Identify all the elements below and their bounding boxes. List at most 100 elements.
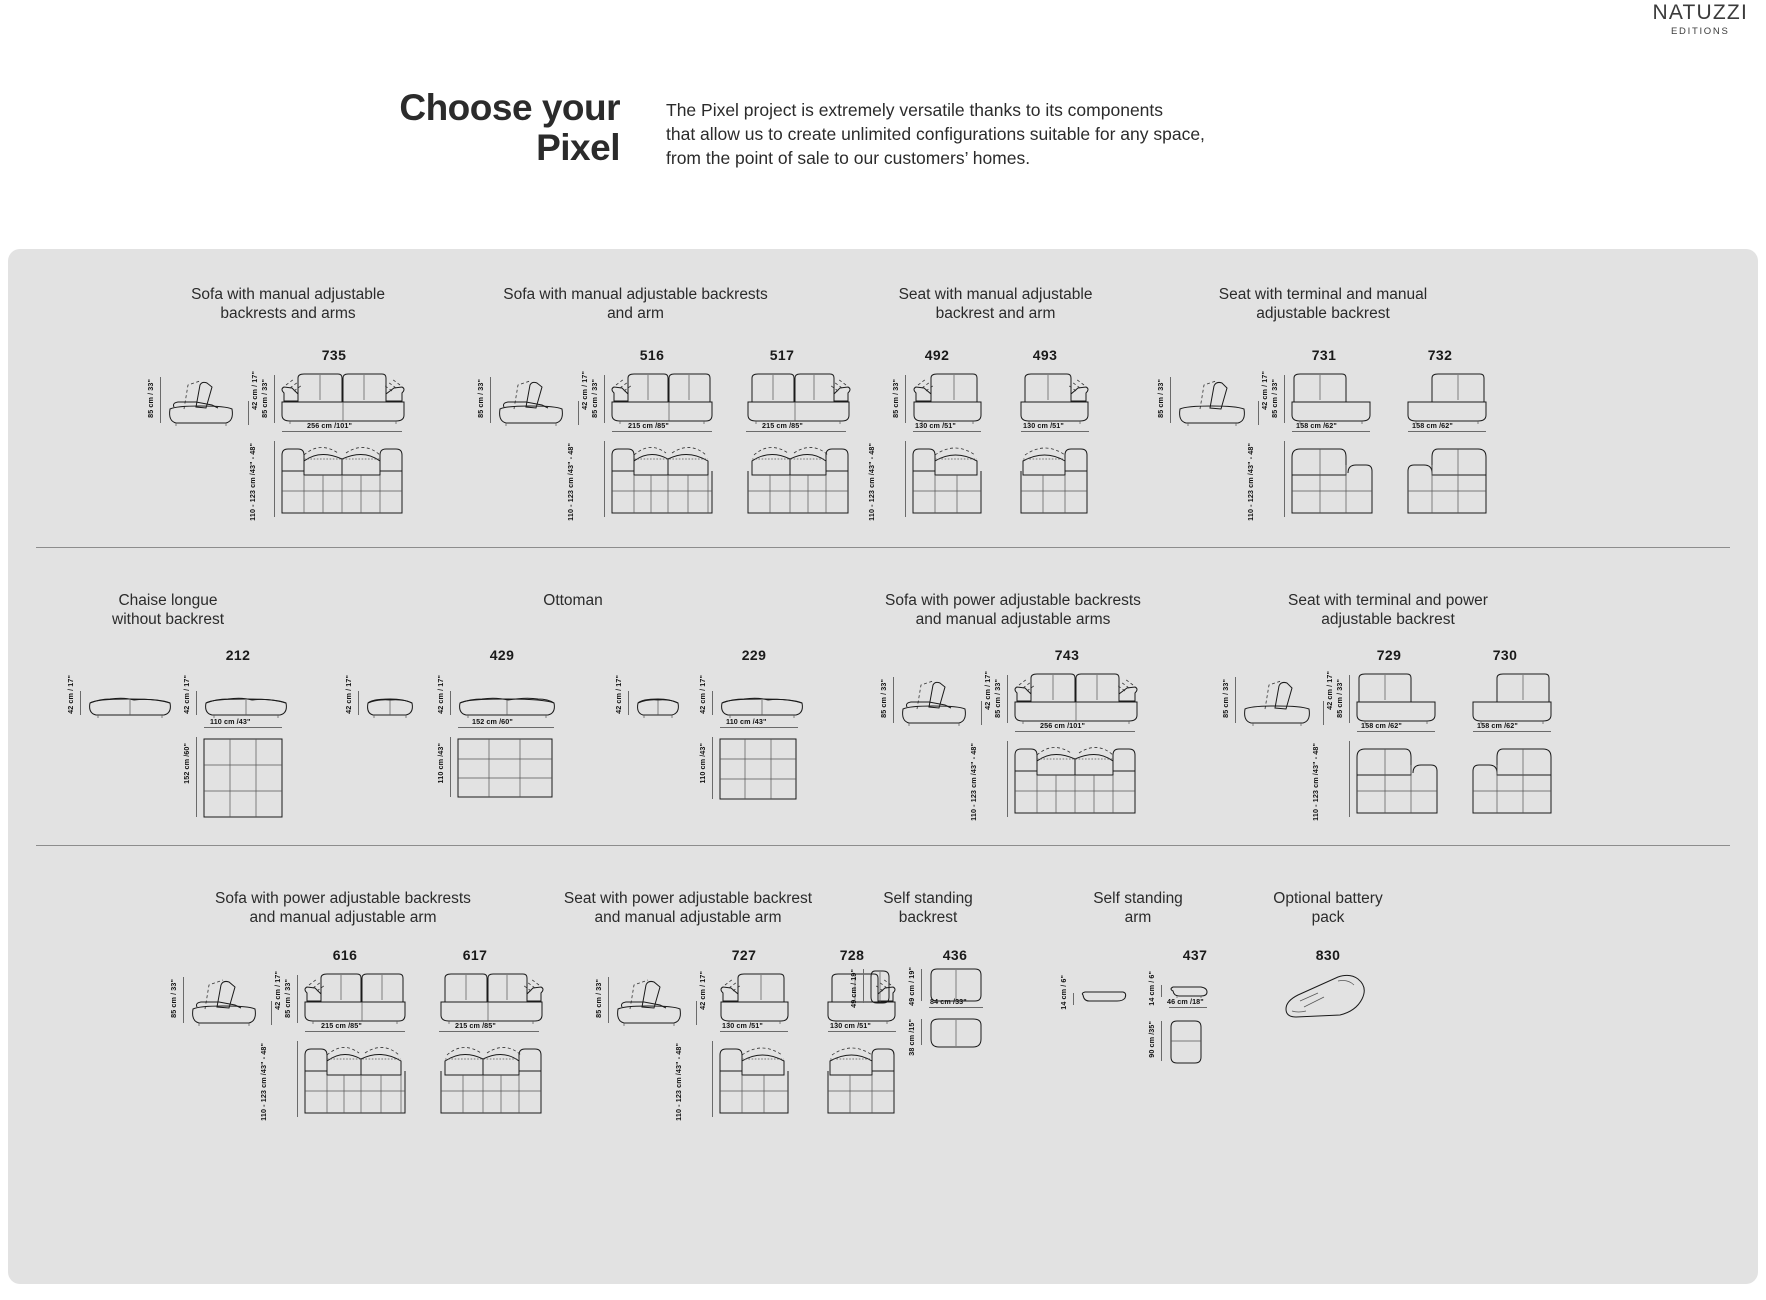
page-header: Choose your Pixel The Pixel project is e… (0, 88, 1766, 198)
depth-label: 110 - 123 cm /43" - 48" (566, 443, 575, 521)
width-label: 158 cm /62" (1296, 421, 1337, 430)
group-title: Seat with manual adjustable backrest and… (898, 286, 1093, 323)
height-label: 85 cm / 33" (283, 979, 292, 1018)
product-group-212: Chaise longue without backrest (78, 591, 258, 630)
height-label: 85 cm / 33" (1335, 679, 1344, 718)
width-label: 215 cm /85" (455, 1021, 496, 1030)
intro-paragraph: The Pixel project is extremely versatile… (666, 98, 1326, 170)
seat-height-label: 42 cm / 17" (250, 371, 259, 410)
product-code: 731 (1311, 347, 1337, 363)
product-code: 493 (1032, 347, 1058, 363)
side-height-label: 85 cm / 33" (1156, 379, 1165, 418)
depth-label: 38 cm /15" (907, 1019, 916, 1056)
side-height-label: 42 cm / 17" (344, 675, 353, 714)
height-label: 42 cm / 17" (698, 675, 707, 714)
group-title: Chaise longue without backrest (112, 592, 224, 629)
product-code: 616 (332, 947, 358, 963)
intro-line-1: The Pixel project is extremely versatile… (666, 100, 1164, 120)
height-label: 42 cm / 17" (436, 675, 445, 714)
page-title-line2: Pixel (536, 126, 620, 168)
group-title: Self standing arm (1093, 890, 1183, 927)
logo-subtitle: EDITIONS (1671, 26, 1730, 38)
product-code: 743 (1054, 647, 1080, 663)
depth-label: 110 - 123 cm /43" - 48" (969, 743, 978, 821)
product-code: 437 (1182, 947, 1208, 963)
width-label: 215 cm /85" (762, 421, 803, 430)
width-label: 158 cm /62" (1477, 721, 1518, 730)
product-code: 229 (741, 647, 767, 663)
seat-height-label: 42 cm / 17" (698, 971, 707, 1010)
width-label: 256 cm /101" (307, 421, 352, 430)
product-code: 732 (1427, 347, 1453, 363)
product-group-437: Self standing arm (1063, 889, 1213, 928)
group-title: Self standing backrest (883, 890, 973, 927)
width-label: 130 cm /51" (1023, 421, 1064, 430)
group-title: Sofa with power adjustable backrests and… (215, 890, 471, 927)
product-code: 729 (1376, 647, 1402, 663)
depth-label: 110 cm /43" (698, 743, 707, 784)
side-height-label: 49 cm / 19" (849, 969, 858, 1008)
product-code: 436 (942, 947, 968, 963)
width-label: 130 cm /51" (915, 421, 956, 430)
height-label: 14 cm / 6" (1147, 971, 1156, 1006)
group-title: Sofa with manual adjustable backrests an… (503, 286, 768, 323)
product-group-492-493: Seat with manual adjustable backrest and… (863, 285, 1128, 324)
row-divider-1 (36, 547, 1730, 548)
product-group-731-732: Seat with terminal and manual adjustable… (1173, 285, 1473, 324)
group-title: Sofa with power adjustable backrests and… (885, 592, 1141, 629)
side-height-label: 85 cm / 33" (169, 979, 178, 1018)
width-label: 215 cm /85" (628, 421, 669, 430)
height-label: 85 cm / 33" (260, 379, 269, 418)
side-height-label: 85 cm / 33" (879, 679, 888, 718)
width-label: 84 cm /33" (930, 997, 967, 1006)
group-title: Seat with power adjustable backrest and … (563, 890, 813, 927)
product-code: 212 (225, 647, 251, 663)
width-label: 256 cm /101" (1040, 721, 1085, 730)
height-label: 85 cm / 33" (891, 379, 900, 418)
product-group-727-728: Seat with power adjustable backrest and … (543, 889, 833, 928)
width-label: 152 cm /60" (472, 717, 513, 726)
product-group-735: Sofa with manual adjustable backrests an… (128, 285, 448, 324)
depth-label: 110 cm /43" (436, 743, 445, 784)
page-title: Choose your Pixel (388, 88, 620, 167)
logo-brand: NATUZZI (1652, 1, 1748, 24)
product-code: 727 (731, 947, 757, 963)
intro-line-3: from the point of sale to our customers’… (666, 148, 1031, 169)
height-label: 42 cm / 17" (182, 675, 191, 714)
side-height-label: 42 cm / 17" (66, 675, 75, 714)
product-group-729-730: Seat with terminal and power adjustable … (1248, 591, 1528, 630)
side-height-label: 14 cm / 6" (1059, 975, 1068, 1010)
product-group-436: Self standing backrest (853, 889, 1003, 928)
height-label: 85 cm / 33" (993, 679, 1002, 718)
width-label: 130 cm /51" (722, 1021, 763, 1030)
product-code: 735 (321, 347, 347, 363)
product-group-516-517: Sofa with manual adjustable backrests an… (463, 285, 808, 324)
width-label: 215 cm /85" (321, 1021, 362, 1030)
product-panel: Sofa with manual adjustable backrests an… (8, 249, 1758, 1284)
seat-height-label: 42 cm / 17" (983, 671, 992, 710)
depth-label: 110 - 123 cm /43" - 48" (1311, 743, 1320, 821)
width-label: 110 cm /43" (726, 717, 767, 726)
product-code: 728 (839, 947, 865, 963)
width-label: 158 cm /62" (1412, 421, 1453, 430)
page-title-line1: Choose your (399, 87, 620, 128)
intro-line-2: that allow us to create unlimited config… (666, 124, 1205, 145)
product-group-830: Optional battery pack (1253, 889, 1403, 928)
depth-label: 110 - 123 cm /43" - 48" (674, 1043, 683, 1121)
depth-label: 90 cm /35" (1147, 1021, 1156, 1058)
depth-label: 110 - 123 cm /43" - 48" (1246, 443, 1255, 521)
group-title: Sofa with manual adjustable backrests an… (191, 286, 385, 323)
side-height-label: 85 cm / 33" (1221, 679, 1230, 718)
product-group-743: Sofa with power adjustable backrests and… (868, 591, 1158, 630)
product-group-ottoman: Ottoman (498, 591, 648, 610)
depth-label: 110 - 123 cm /43" - 48" (248, 443, 257, 521)
natuzzi-logo: NATUZZI EDITIONS (1652, 1, 1749, 38)
group-title: Seat with terminal and manual adjustable… (1218, 286, 1428, 323)
product-code: 830 (1315, 947, 1341, 963)
product-group-616-617: Sofa with power adjustable backrests and… (198, 889, 488, 928)
width-label: 46 cm /18" (1167, 997, 1204, 1006)
side-height-label: 85 cm / 33" (476, 379, 485, 418)
group-title: Optional battery pack (1273, 890, 1383, 927)
seat-height-label: 42 cm / 17" (1260, 371, 1269, 410)
